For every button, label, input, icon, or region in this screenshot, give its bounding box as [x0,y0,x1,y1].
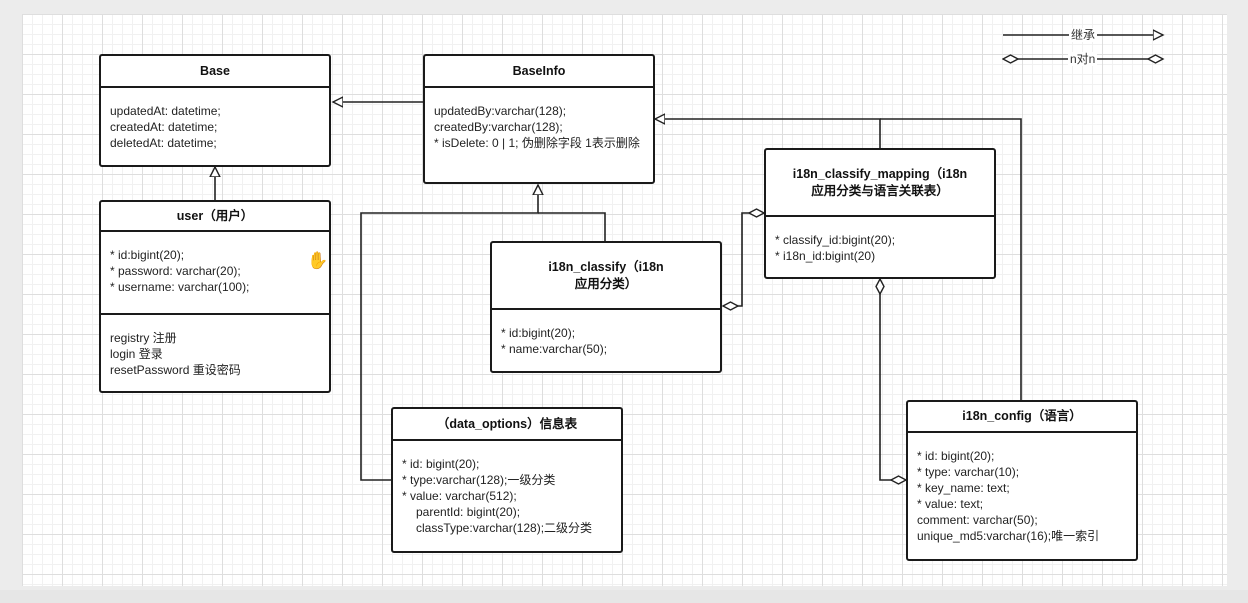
class-title: i18n_classify_mapping（i18n 应用分类与语言关联表） [766,150,994,217]
class-title: i18n_config（语言） [908,402,1136,433]
class-base[interactable]: Base updatedAt: datetime; createdAt: dat… [99,54,331,167]
attribute: * value: text; [917,497,984,511]
attribute: * id:bigint(20); [110,248,185,262]
attribute: updatedBy:varchar(128); [434,104,567,118]
attribute: unique_md5:varchar(16);唯一索引 [917,529,1100,543]
class-title: BaseInfo [425,56,653,88]
attribute-section: updatedBy:varchar(128); createdBy:varcha… [425,88,653,151]
attribute: createdBy:varchar(128); [434,120,563,134]
class-i18n-config[interactable]: i18n_config（语言） * id: bigint(20); * type… [906,400,1138,561]
attribute: * id:bigint(20); [501,326,576,340]
legend-inherit-label: 继承 [1069,28,1098,42]
class-title: user（用户） [101,202,329,232]
attribute: comment: varchar(50); [917,513,1038,527]
class-data-options[interactable]: （data_options）信息表 * id: bigint(20); * ty… [391,407,623,553]
attribute: * name:varchar(50); [501,342,608,356]
attribute-section: * id:bigint(20); * password: varchar(20)… [101,232,329,313]
attribute: * password: varchar(20); [110,264,241,278]
class-title-text: i18n_classify_mapping（i18n 应用分类与语言关联表） [792,166,968,198]
method: login 登录 [110,347,163,361]
class-title: （data_options）信息表 [393,409,621,441]
attribute: * value: varchar(512); [402,489,517,503]
legend-many-label: n对n [1068,52,1098,66]
class-user[interactable]: user（用户） * id:bigint(20); * password: va… [99,200,331,393]
bottom-bar [0,590,1248,603]
method: resetPassword 重设密码 [110,363,241,377]
attribute: * i18n_id:bigint(20) [775,249,876,263]
attribute: classType:varchar(128);二级分类 [416,521,593,535]
hand-cursor-icon: ✋ [307,251,329,270]
attribute: * key_name: text; [917,481,1010,495]
class-title-text: i18n_classify（i18n 应用分类） [548,259,664,291]
classify-to-baseinfo-edge [538,212,606,241]
attribute: * type:varchar(128);一级分类 [402,473,556,487]
attribute-section: * classify_id:bigint(20); * i18n_id:bigi… [766,217,994,264]
attribute-section: * id:bigint(20); * name:varchar(50); [492,310,720,357]
method: registry 注册 [110,331,177,345]
mapping-config-edge [880,279,906,480]
config-to-baseinfo-edge [880,118,1022,400]
attribute: * id: bigint(20); [402,457,480,471]
classify-mapping-edge [723,213,764,306]
attribute: * id: bigint(20); [917,449,995,463]
attribute: * username: varchar(100); [110,280,250,294]
class-title: Base [101,56,329,88]
attribute: createdAt: datetime; [110,120,218,134]
attribute-section: updatedAt: datetime; createdAt: datetime… [101,88,329,151]
attribute: * classify_id:bigint(20); [775,233,896,247]
attribute: updatedAt: datetime; [110,104,221,118]
attribute-section: * id: bigint(20); * type:varchar(128);一级… [393,441,621,536]
class-i18n-classify-mapping[interactable]: i18n_classify_mapping（i18n 应用分类与语言关联表） *… [764,148,996,279]
mapping-to-baseinfo-edge [655,119,881,148]
attribute: parentId: bigint(20); [416,505,521,519]
class-title: i18n_classify（i18n 应用分类） [492,243,720,310]
class-i18n-classify[interactable]: i18n_classify（i18n 应用分类） * id:bigint(20)… [490,241,722,373]
options-to-baseinfo-edge [360,185,538,481]
attribute: deletedAt: datetime; [110,136,217,150]
attribute: * isDelete: 0 | 1; 伪删除字段 1表示删除 [434,136,640,150]
attribute: * type: varchar(10); [917,465,1020,479]
method-section: registry 注册 login 登录 resetPassword 重设密码 [101,313,329,378]
attribute-section: * id: bigint(20); * type: varchar(10); *… [908,433,1136,544]
class-baseinfo[interactable]: BaseInfo updatedBy:varchar(128); created… [423,54,655,184]
